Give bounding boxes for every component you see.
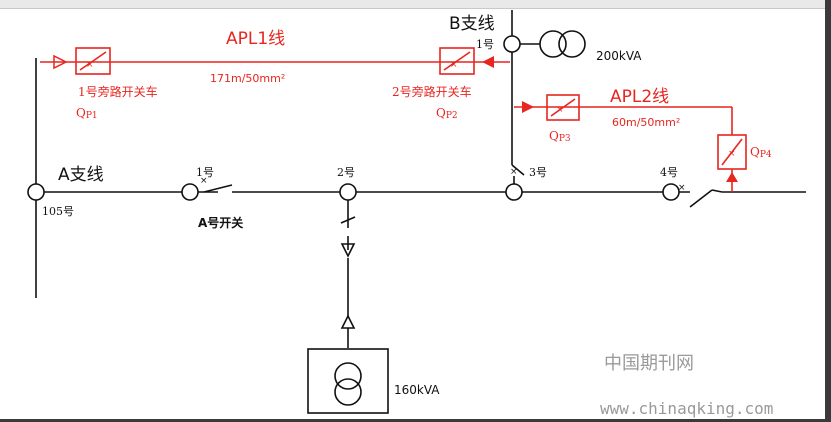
qp3-code-label: QP3 bbox=[549, 129, 571, 144]
switch-a-label: A号开关 bbox=[198, 215, 243, 230]
switch-x-mark-4: × bbox=[678, 183, 686, 193]
bypass-network bbox=[40, 47, 747, 192]
qp1-box bbox=[75, 47, 111, 75]
apl2-spec-label: 60m/50mm² bbox=[612, 116, 680, 129]
apl1-left-arrow-icon bbox=[53, 54, 68, 70]
window-top-strip bbox=[0, 0, 831, 9]
apl1-spec-label: 171m/50mm² bbox=[210, 72, 285, 85]
qp3-blade bbox=[550, 98, 576, 117]
apl2-left-arrow-icon bbox=[522, 101, 534, 113]
pole-b1-label: 1号 bbox=[476, 38, 494, 51]
pole-4-switch-blade bbox=[689, 189, 713, 208]
pole-4-switch-tail bbox=[711, 189, 723, 193]
transformer-a-winding-1 bbox=[334, 362, 362, 390]
transformer-a-rating: 160kVA bbox=[394, 383, 440, 397]
pole-a4-label: 4号 bbox=[660, 166, 678, 179]
qp2-code-label: QP2 bbox=[436, 106, 458, 121]
qp1-code-label: QP1 bbox=[76, 106, 98, 121]
transformer-b-winding-2 bbox=[558, 30, 586, 58]
qp1-x-mark: × bbox=[86, 60, 94, 70]
qp2-name-label: 2号旁路开关车 bbox=[392, 84, 472, 99]
pole-a2-icon bbox=[339, 183, 357, 201]
transformer-b-winding-1 bbox=[539, 30, 567, 58]
pole-2-fuse-mark bbox=[340, 216, 356, 224]
fuse-arrow-down-icon bbox=[340, 243, 356, 258]
watermark-url: www.chinaqking.com bbox=[600, 399, 773, 418]
qp1-name-label: 1号旁路开关车 bbox=[78, 84, 158, 99]
pole-a2-label: 2号 bbox=[337, 166, 355, 179]
main-network bbox=[27, 10, 806, 414]
transformer-b-rating: 200kVA bbox=[596, 49, 642, 63]
pole-a3-icon bbox=[505, 183, 523, 201]
transformer-a-winding-2 bbox=[334, 378, 362, 406]
apl1-right-arrow-icon bbox=[482, 56, 494, 68]
qp4-code-label: QP4 bbox=[750, 145, 772, 160]
window-right-edge bbox=[825, 0, 831, 422]
apl2-line-label: APL2线 bbox=[610, 87, 669, 107]
branch-b-label: B支线 bbox=[449, 14, 495, 34]
qp4-blade bbox=[721, 138, 743, 166]
watermark-cn: 中国期刊网 bbox=[604, 353, 694, 374]
a-switch-blade bbox=[203, 184, 233, 193]
pole-a3-label: 3号 bbox=[529, 166, 547, 179]
qp4-arrow-icon bbox=[726, 172, 738, 182]
pole-105-label: 105号 bbox=[42, 205, 74, 218]
branch-a-label: A支线 bbox=[58, 165, 104, 185]
switch-x-mark-1: × bbox=[200, 176, 208, 186]
window-bottom-edge bbox=[0, 419, 831, 422]
qp1-blade bbox=[79, 51, 107, 71]
pole-b1-icon bbox=[503, 35, 521, 53]
b-line-switch-blade bbox=[511, 164, 525, 176]
fuse-arrow-up-icon bbox=[340, 314, 356, 329]
transformer-a-box bbox=[307, 348, 389, 414]
qp3-x-mark: × bbox=[556, 105, 564, 115]
bypass-arrows bbox=[53, 54, 738, 182]
switch-x-mark-3: × bbox=[510, 167, 518, 177]
qp4-x-mark: × bbox=[728, 149, 736, 159]
apl1-line-label: APL1线 bbox=[226, 29, 285, 49]
qp2-blade bbox=[443, 51, 471, 71]
pole-105-icon bbox=[27, 183, 45, 201]
qp2-box bbox=[439, 47, 475, 75]
qp3-box bbox=[546, 94, 580, 121]
pole-a4-icon bbox=[662, 183, 680, 201]
pole-a1-label: 1号 bbox=[196, 166, 214, 179]
pole-a1-icon bbox=[181, 183, 199, 201]
qp2-x-mark: × bbox=[450, 60, 458, 70]
